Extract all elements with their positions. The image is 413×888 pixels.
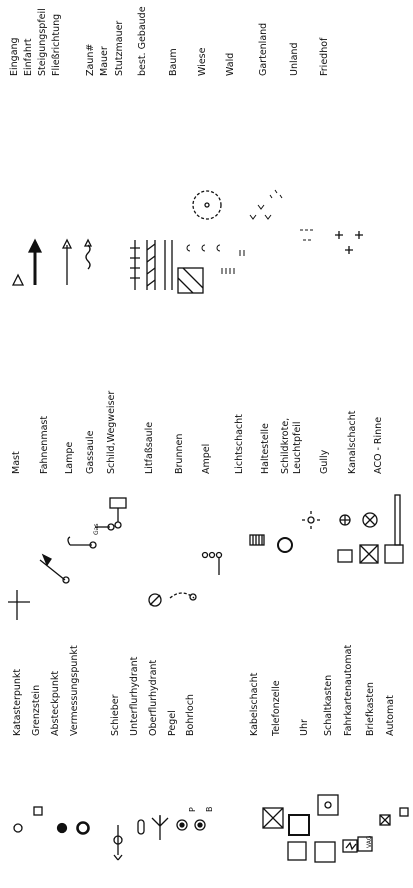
fahrkartenautomat-symbol <box>357 836 373 852</box>
automat-symbol <box>399 807 409 817</box>
katasterpunkt-symbol <box>13 823 23 833</box>
label-gas: Gas <box>93 523 100 535</box>
label-vag: VAG <box>366 835 373 848</box>
label-oberflurhydrant: Oberflurhydrant <box>148 659 159 736</box>
friedhof-symbol <box>335 231 363 254</box>
label-schieber: Schieber <box>110 694 121 736</box>
unterflurhydrant-symbol <box>137 819 145 835</box>
pegel-symbol <box>176 819 188 831</box>
label-mauer: Mauer <box>99 46 110 76</box>
label-eingang: Eingang <box>9 37 20 76</box>
label-ampel: Ampel <box>201 443 212 474</box>
briefkasten-symbol <box>379 814 391 826</box>
eingang-symbol <box>11 273 25 286</box>
einfahrt-symbol <box>27 238 43 285</box>
gully-symbol <box>339 514 351 526</box>
label-fahnenmast: Fahnenmast <box>39 415 50 474</box>
label-telefonzelle: Telefonzelle <box>271 680 282 736</box>
label-schild: Schild,Wegweiser <box>106 390 117 474</box>
schildkrote-symbol <box>302 511 320 529</box>
stutzmauer-symbol <box>164 240 173 290</box>
schaltkasten-symbol <box>342 839 358 853</box>
mast-symbol <box>8 590 30 620</box>
brunnen-symbol <box>169 592 197 601</box>
label-wald: Wald <box>225 52 236 76</box>
box-symbols-col2 <box>337 544 404 564</box>
small-boxes-symbols <box>287 841 336 863</box>
gebaude-symbol <box>177 267 204 294</box>
label-baum: Baum <box>168 48 179 76</box>
label-haltestelle: Haltestelle <box>260 423 271 474</box>
label-schildkrote-2: Leuchtpfeil <box>292 421 303 474</box>
aco-rinne-symbol <box>394 494 401 546</box>
uhr-symbol <box>317 794 339 816</box>
baum-symbol <box>192 190 222 220</box>
label-briefkasten: Briefkasten <box>365 682 376 736</box>
label-einfahrt: Einfahrt <box>23 38 34 76</box>
label-fahrkartenautomat: Fahrkartenautomat <box>343 644 354 736</box>
label-gassaule: Gassaule <box>85 430 96 474</box>
label-uhr: Uhr <box>299 719 310 736</box>
label-absteckpunkt: Absteckpunkt <box>50 670 61 736</box>
label-wiese: Wiese <box>197 47 208 76</box>
fliessrichtung-symbol <box>83 238 93 270</box>
absteckpunkt-symbol <box>56 822 68 834</box>
label-lichtschacht: Lichtschacht <box>234 414 245 474</box>
oberflurhydrant-symbol <box>151 815 169 840</box>
label-katasterpunkt: Katasterpunkt <box>12 668 23 736</box>
vermessungspunkt-symbol <box>76 821 90 835</box>
label-gully: Gully <box>319 449 330 474</box>
label-aco-rinne: ACO - Rinne <box>373 416 384 474</box>
wiese-symbol <box>221 250 245 274</box>
label-unterflurhydrant: Unterflurhydrant <box>129 656 140 736</box>
label-mast: Mast <box>11 451 22 474</box>
label-gartenland: Gartenland <box>258 22 269 76</box>
telefonzelle-symbol <box>288 814 310 836</box>
label-litfasssaule: Litfaßsaule <box>144 421 155 474</box>
litfasssaule-symbol <box>148 593 162 607</box>
label-pegel: Pegel <box>167 710 178 736</box>
ampel-symbol <box>201 551 223 575</box>
label-vermessungspunkt: Vermessungspunkt <box>69 645 80 736</box>
zaun-symbol <box>130 240 140 290</box>
label-steigungspfeil: Steigungspfeil <box>37 8 48 76</box>
label-gebaude: best. Gebaude <box>137 6 148 76</box>
wald-symbol <box>249 204 272 220</box>
gassaule-symbol <box>95 523 115 531</box>
steigungspfeil-symbol <box>61 238 73 285</box>
mauer-symbol <box>146 240 156 290</box>
schild-symbol <box>109 497 127 529</box>
label-fliessrichtung: Fließrichtung <box>51 13 62 76</box>
label-schildkrote-1: Schildkrote, <box>280 417 291 474</box>
bohrloch-symbol <box>194 819 206 831</box>
gartenland-symbol <box>269 189 283 199</box>
grenzstein-symbol <box>33 806 43 816</box>
c-symbols <box>186 244 221 252</box>
label-kabelschacht: Kabelschacht <box>249 672 260 736</box>
label-stutzmauer: Stutzmauer <box>114 20 125 76</box>
label-pegel-p: P <box>188 807 197 812</box>
label-schaltkasten: Schaltkasten <box>323 674 334 736</box>
lichtschacht-symbol <box>249 534 265 546</box>
label-kanalschacht: Kanalschacht <box>347 410 358 474</box>
label-lampe: Lampe <box>64 441 75 474</box>
label-bohrloch-b: B <box>205 806 214 813</box>
unland-symbol <box>300 229 313 241</box>
label-friedhof: Friedhof <box>319 37 330 76</box>
fahnenmast-symbol <box>39 553 70 584</box>
haltestelle-symbol <box>277 537 293 553</box>
label-brunnen: Brunnen <box>174 433 185 474</box>
label-grenzstein: Grenzstein <box>31 684 42 736</box>
kanalschacht-symbol <box>362 512 378 528</box>
label-zaun: Zaun# <box>85 43 96 76</box>
lampe-symbol <box>67 536 97 549</box>
label-bohrloch: Bohrloch <box>185 694 196 736</box>
label-automat: Automat <box>385 695 396 736</box>
label-unland: Unland <box>289 42 300 77</box>
schieber-symbol <box>113 825 123 861</box>
kabelschacht-symbol <box>262 807 284 829</box>
